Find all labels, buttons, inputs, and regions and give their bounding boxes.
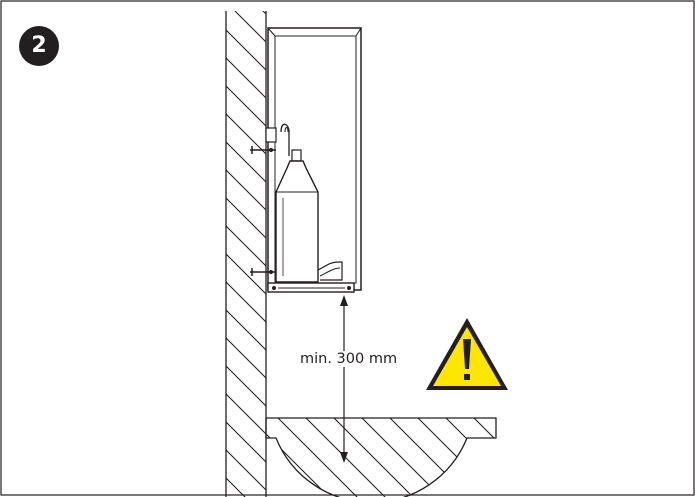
step-number-badge: 2 (19, 26, 59, 66)
min-distance-label: min. 300 mm (298, 351, 400, 367)
warning-triangle-icon (426, 318, 508, 390)
wall (225, 11, 267, 497)
bottle (275, 123, 343, 283)
basin (265, 417, 497, 497)
wall-brackets (250, 127, 277, 276)
dimension-line (340, 295, 348, 463)
